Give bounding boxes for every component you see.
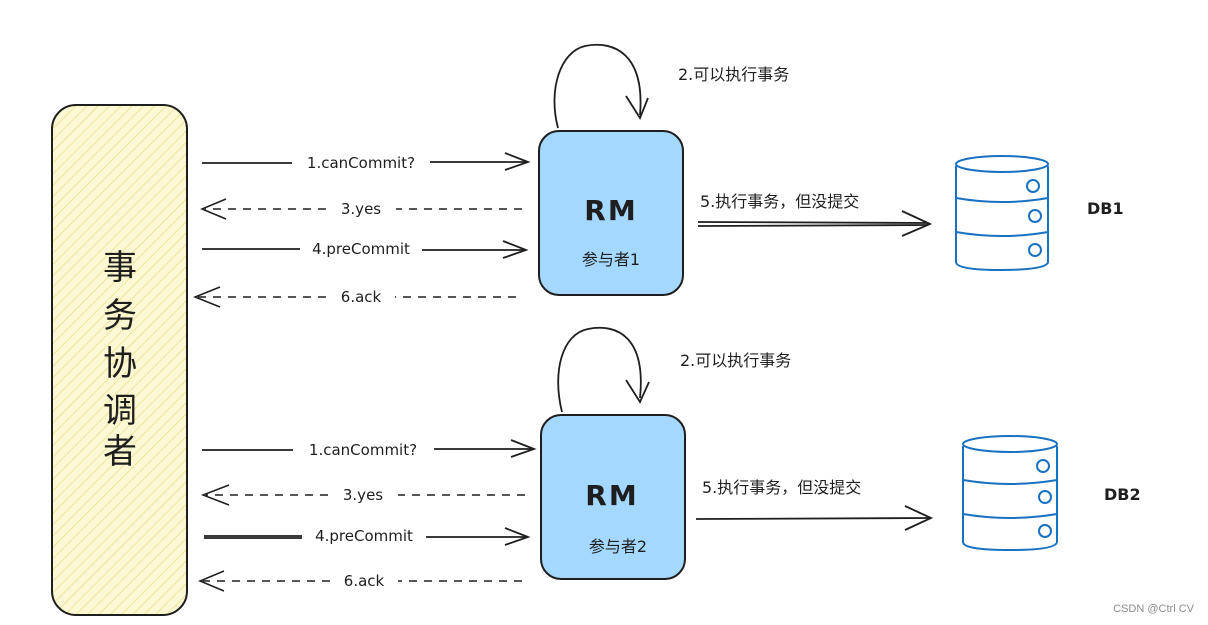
message-arrow-dashed <box>192 286 516 308</box>
message-arrow-solid <box>202 439 537 458</box>
coordinator-label-char: 务 <box>103 296 137 336</box>
database-label: DB2 <box>1104 485 1141 504</box>
db-action-arrow <box>695 505 934 531</box>
message-label: 6.ack <box>344 572 385 590</box>
database-label: DB1 <box>1087 199 1124 218</box>
message-label: 4.preCommit <box>315 527 413 545</box>
message-arrow-solid <box>202 240 529 259</box>
rm-node <box>540 414 686 580</box>
participant-1-group: 2.可以执行事务 RM 参与者1 1.canCommit? 3.yes 4.pr… <box>192 43 1124 308</box>
message-arrow-dashed <box>200 198 522 220</box>
coordinator-node: 事 务 协 调 者 <box>51 104 188 616</box>
self-loop-arrow <box>557 326 650 413</box>
rm-title: RM <box>585 479 638 512</box>
message-arrow-solid <box>204 527 531 546</box>
message-label: 3.yes <box>341 200 381 218</box>
db-action-label: 5.执行事务，但没提交 <box>702 478 861 497</box>
rm-title: RM <box>584 194 637 227</box>
database-icon <box>955 155 1049 272</box>
self-loop-arrow <box>553 43 649 129</box>
coordinator-label-char: 协 <box>103 344 137 384</box>
message-label: 1.canCommit? <box>307 154 415 172</box>
participant-label: 参与者1 <box>582 250 640 269</box>
database-icon <box>962 435 1058 552</box>
rm-node <box>538 130 684 296</box>
participant-label: 参与者2 <box>589 537 647 556</box>
db-action-label: 5.执行事务，但没提交 <box>700 192 859 211</box>
self-loop-label: 2.可以执行事务 <box>678 65 789 84</box>
db-action-arrow <box>697 210 933 237</box>
message-label: 3.yes <box>343 486 383 504</box>
message-arrow-dashed <box>200 484 525 506</box>
message-arrow-dashed <box>198 570 522 592</box>
message-arrow-solid <box>202 152 531 171</box>
message-label: 1.canCommit? <box>309 441 417 459</box>
message-label: 6.ack <box>341 288 382 306</box>
coordinator-label-char: 者 <box>103 432 137 472</box>
self-loop-label: 2.可以执行事务 <box>680 351 791 370</box>
message-label: 4.preCommit <box>312 240 410 258</box>
coordinator-label-char: 事 <box>103 248 137 288</box>
watermark: CSDN @Ctrl CV <box>1113 603 1194 615</box>
participant-2-group: 2.可以执行事务 RM 参与者2 1.canCommit? 3.yes 4.pr… <box>198 326 1141 592</box>
coordinator-label-char: 调 <box>103 391 137 431</box>
